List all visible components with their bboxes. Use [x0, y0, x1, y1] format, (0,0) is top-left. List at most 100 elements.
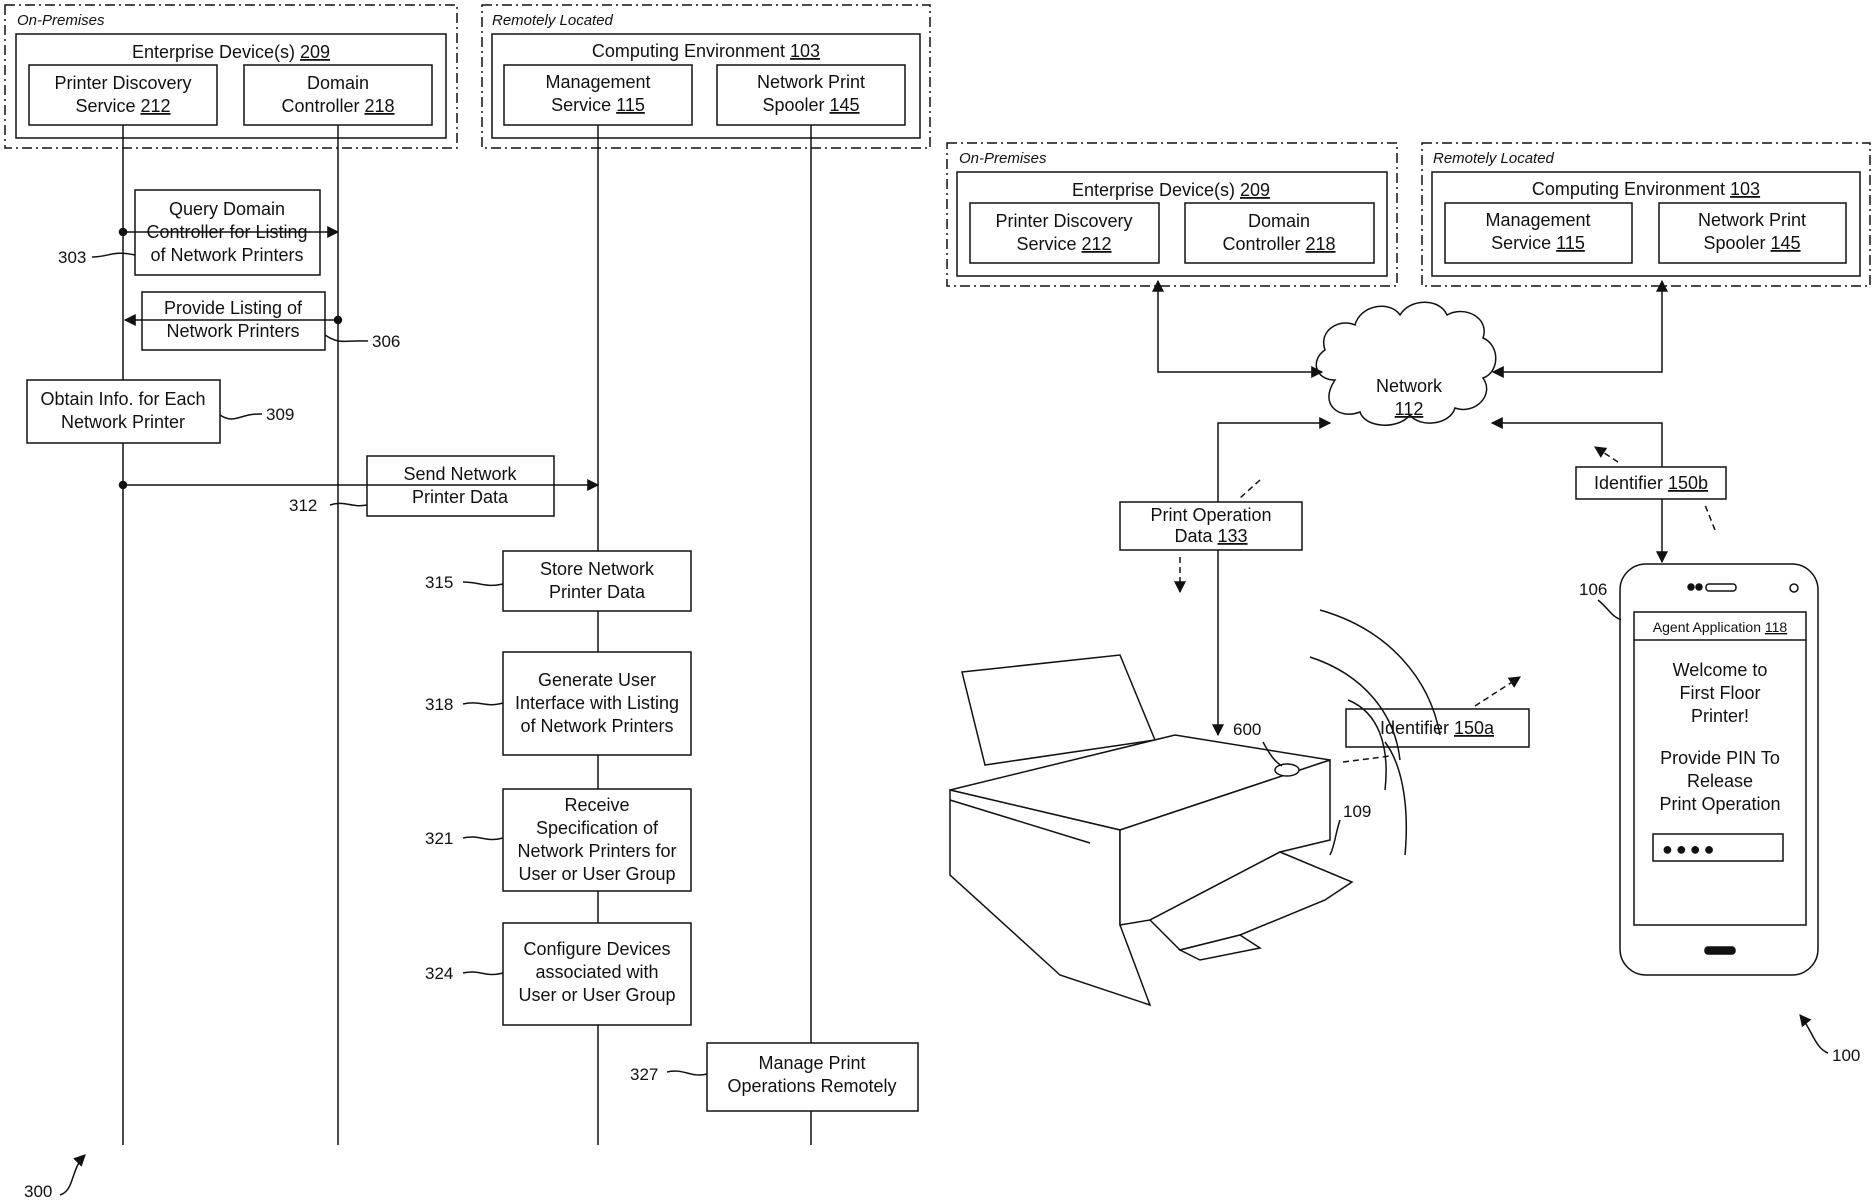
ref-327: 327	[630, 1065, 658, 1084]
phone-screen	[1634, 612, 1806, 925]
spooler-l1: Network Print	[757, 72, 865, 92]
leader-106	[1598, 600, 1621, 620]
identifier-a-dash-up	[1475, 677, 1520, 706]
management-l2: Service 115	[551, 95, 645, 115]
network-num: 112	[1395, 399, 1424, 419]
phone-pin-l2: Release	[1687, 771, 1753, 791]
remote-label: Remotely Located	[492, 12, 614, 29]
spooler-l2: Spooler 145	[762, 95, 859, 115]
ref-312: 312	[289, 496, 317, 515]
phone-home-button[interactable]	[1705, 947, 1735, 954]
right-management-l2: Service 115	[1491, 233, 1585, 253]
phone-pin-l3: Print Operation	[1659, 794, 1780, 814]
right-domain-controller-l2: Controller 218	[1222, 234, 1335, 254]
leader-300	[60, 1155, 85, 1195]
step-303-l3: of Network Printers	[150, 245, 303, 265]
leader-312	[330, 503, 367, 505]
printer-button	[1275, 764, 1299, 776]
step-309-l1: Obtain Info. for Each	[40, 389, 205, 409]
step-318-l3: of Network Printers	[520, 716, 673, 736]
step-318-l2: Interface with Listing	[515, 693, 679, 713]
ref-300: 300	[24, 1182, 52, 1200]
identifier-b-dash-up	[1595, 447, 1618, 462]
enterprise-title: Enterprise Device(s) 209	[132, 42, 330, 62]
ref-106: 106	[1579, 580, 1607, 599]
phone-welcome-l2: First Floor	[1680, 683, 1761, 703]
leader-100	[1800, 1015, 1828, 1053]
agent-app-label: Agent Application 118	[1653, 619, 1788, 635]
step-324-l2: associated with	[535, 962, 658, 982]
step-303-l2: Controller for Listing	[146, 222, 307, 242]
print-op-l1: Print Operation	[1150, 505, 1271, 525]
ref-324: 324	[425, 964, 453, 983]
leader-324	[463, 972, 503, 975]
phone-sensor-dot-1	[1688, 584, 1694, 590]
right-spooler-l1: Network Print	[1698, 210, 1806, 230]
figure-100	[947, 143, 1870, 1053]
phone-sensor-dot-2	[1696, 584, 1702, 590]
leader-327	[667, 1071, 707, 1075]
right-on-premises-label: On-Premises	[959, 150, 1047, 167]
phone-welcome-l1: Welcome to	[1673, 660, 1768, 680]
ref-303: 303	[58, 248, 86, 267]
printer-discovery-l2: Service 212	[75, 96, 170, 116]
leader-318	[463, 703, 503, 705]
leader-303	[92, 253, 135, 257]
step-312-l1: Send Network	[403, 464, 517, 484]
right-enterprise-title: Enterprise Device(s) 209	[1072, 180, 1270, 200]
step-306-l2: Network Printers	[166, 321, 299, 341]
pin-dots: ●●●●	[1662, 839, 1718, 859]
phone-welcome-l3: Printer!	[1691, 706, 1749, 726]
leader-315	[463, 582, 503, 585]
step-315-l2: Printer Data	[549, 582, 646, 602]
ref-306: 306	[372, 332, 400, 351]
on-premises-label: On-Premises	[17, 12, 105, 29]
management-l1: Management	[545, 72, 650, 92]
listing-origin-dot	[335, 317, 342, 324]
query-origin-dot	[120, 229, 127, 236]
right-spooler-l2: Spooler 145	[1703, 233, 1800, 253]
ref-321: 321	[425, 829, 453, 848]
step-324-l1: Configure Devices	[523, 939, 670, 959]
ref-315: 315	[425, 573, 453, 592]
ref-109: 109	[1343, 802, 1371, 821]
step-321-l3: Network Printers for	[517, 841, 676, 861]
step-321-l4: User or User Group	[518, 864, 675, 884]
leader-109	[1330, 820, 1340, 855]
right-management-l1: Management	[1485, 210, 1590, 230]
identifier-b-dash-tail	[1705, 505, 1715, 530]
leader-309	[220, 414, 262, 419]
domain-controller-l2: Controller 218	[281, 96, 394, 116]
network-label: Network	[1376, 376, 1443, 396]
send-data-origin-dot	[120, 482, 127, 489]
print-op-l2: Data 133	[1174, 526, 1247, 546]
step-306-l1: Provide Listing of	[164, 298, 303, 318]
step-303-l1: Query Domain	[169, 199, 285, 219]
step-324-l3: User or User Group	[518, 985, 675, 1005]
right-printer-discovery-l1: Printer Discovery	[995, 211, 1132, 231]
ref-309: 309	[266, 405, 294, 424]
right-remote-label: Remotely Located	[1433, 150, 1555, 167]
link-enterprise-network	[1158, 281, 1322, 372]
leader-321	[463, 837, 503, 840]
step-321-l2: Specification of	[536, 818, 659, 838]
identifier-150b-label: Identifier 150b	[1594, 473, 1708, 493]
step-315-l1: Store Network	[540, 559, 655, 579]
signal-arc-4	[1385, 742, 1406, 855]
computing-title: Computing Environment 103	[592, 41, 820, 61]
right-computing-title: Computing Environment 103	[1532, 179, 1760, 199]
domain-controller-l1: Domain	[307, 73, 369, 93]
ref-600: 600	[1233, 720, 1261, 739]
leader-306	[325, 335, 368, 341]
figure-300	[5, 5, 930, 1195]
step-327-l1: Manage Print	[758, 1053, 865, 1073]
ref-318: 318	[425, 695, 453, 714]
print-op-dash-in	[1240, 480, 1260, 498]
step-312-l2: Printer Data	[412, 487, 509, 507]
phone-pin-l1: Provide PIN To	[1660, 748, 1780, 768]
printer-illustration	[950, 655, 1352, 1005]
identifier-150a-label: Identifier 150a	[1380, 718, 1495, 738]
identifier-a-dash-tail	[1343, 756, 1390, 762]
